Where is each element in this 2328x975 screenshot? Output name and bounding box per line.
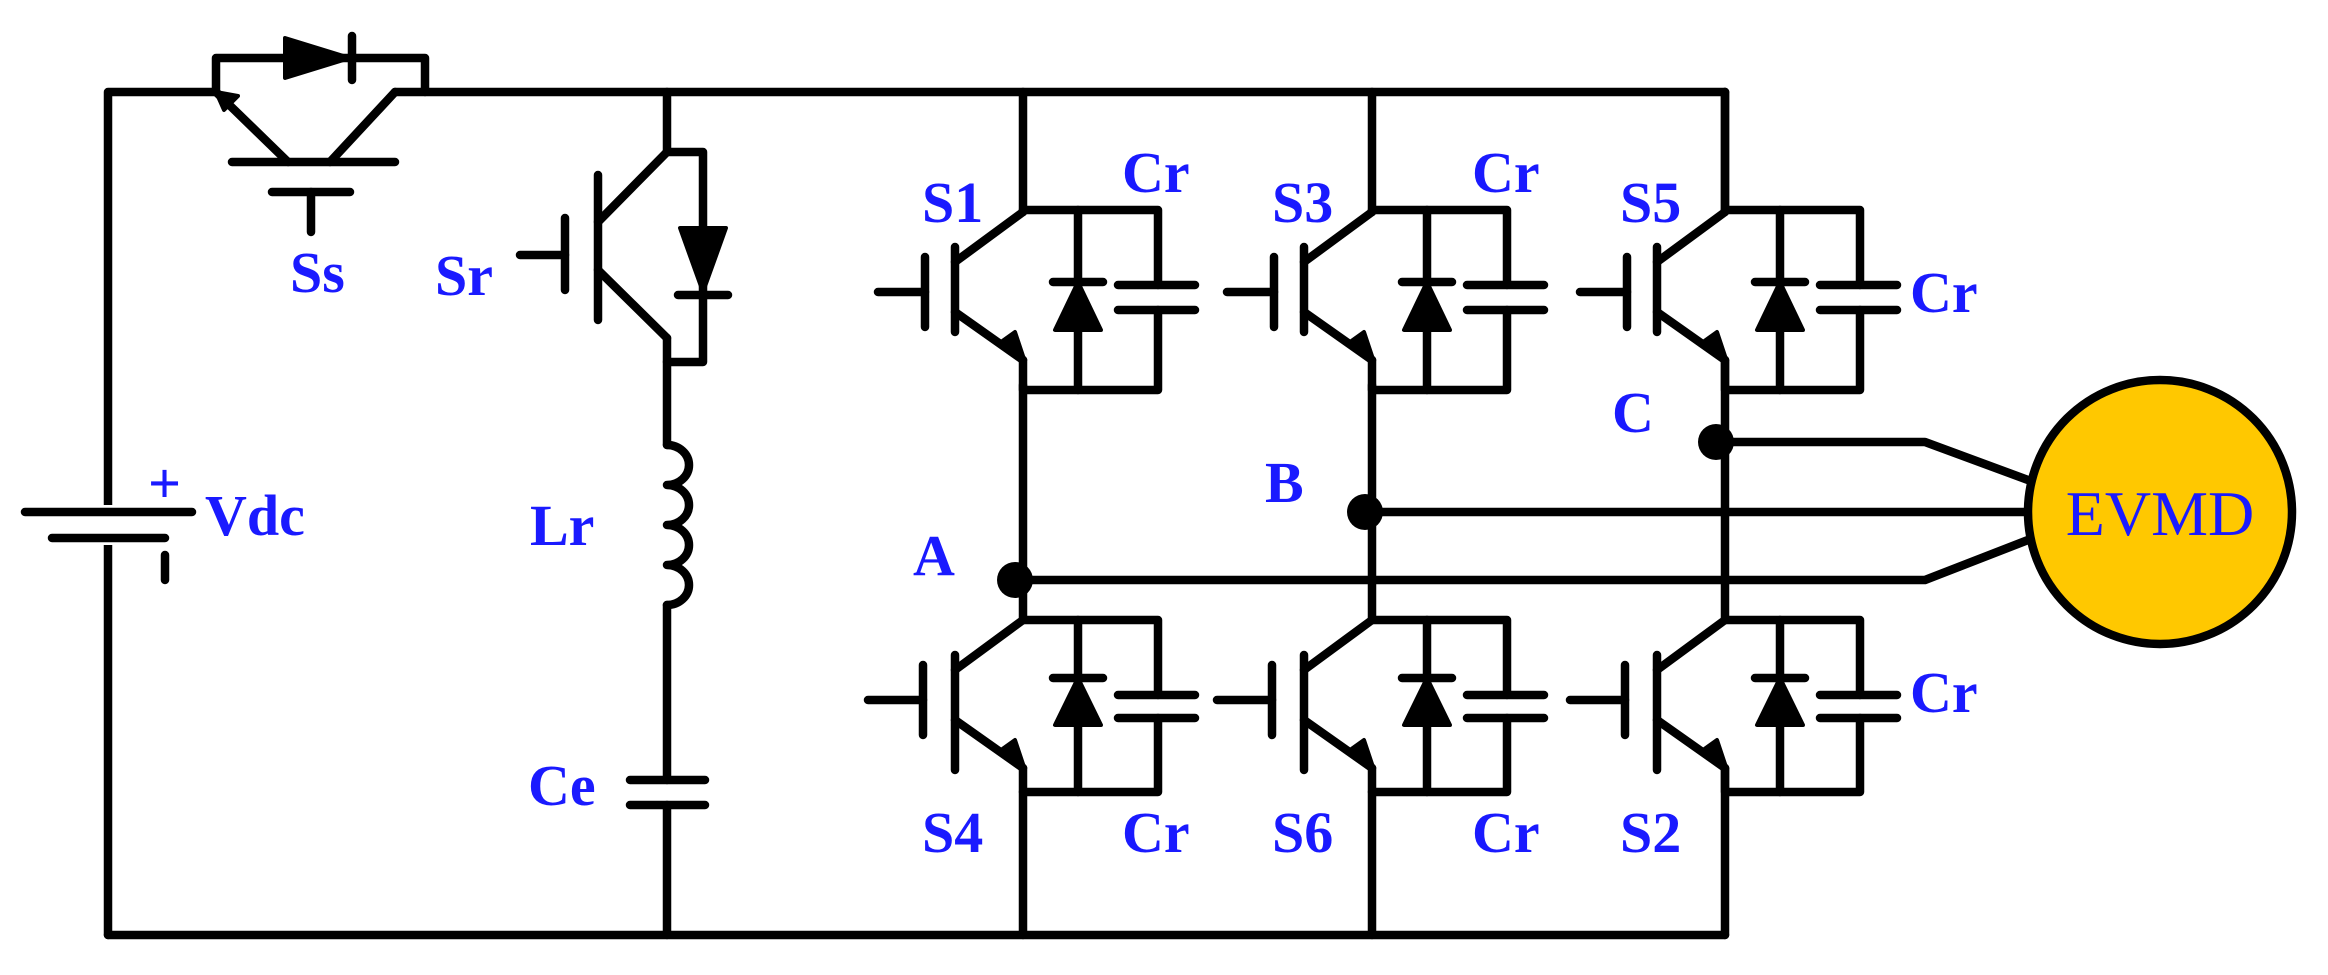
switch-ss: Ss: [211, 31, 430, 305]
s2-label: S2: [1620, 800, 1681, 865]
s1-label: S1: [922, 170, 983, 235]
cr-label-s1: Cr: [1122, 140, 1190, 205]
ss-diode-triangle: [283, 36, 352, 80]
phase-a-feed: [1010, 535, 2033, 585]
sr-collector-leg: [593, 147, 672, 227]
plus-sign: +: [148, 451, 181, 516]
phase-leg-c: S5 Cr C S2 Cr: [1565, 87, 1978, 865]
sr-emitter-leg: [593, 265, 672, 343]
phase-c-label: C: [1612, 380, 1654, 445]
motor-circle: [2023, 375, 2297, 649]
motor-evmd: EVMD: [2023, 375, 2297, 649]
sr-diode-triangle: [678, 226, 728, 294]
s6-label: S6: [1272, 800, 1333, 865]
motor-label: EVMD: [2066, 478, 2254, 549]
left-rail-wire: [103, 87, 221, 940]
switch-s1: [873, 205, 1200, 395]
ss-label: Ss: [290, 240, 345, 305]
ce-label: Ce: [528, 753, 596, 818]
battery-vdc: + Vdc: [20, 451, 305, 585]
cr-label-s3: Cr: [1472, 140, 1540, 205]
phase-b-label: B: [1265, 450, 1304, 515]
switch-s4: [863, 615, 1200, 797]
switch-s5: [1575, 205, 1902, 395]
ss-emitter-arrow: [214, 90, 240, 112]
cr-label-s4: Cr: [1122, 800, 1190, 865]
cr-label-s2: Cr: [1910, 660, 1978, 725]
phase-c-feed: [1711, 437, 2033, 485]
switch-s2: [1565, 615, 1902, 797]
s4-label: S4: [922, 800, 983, 865]
switch-s6: [1212, 615, 1549, 797]
phase-a-label: A: [913, 523, 955, 588]
lr-label: Lr: [530, 493, 594, 558]
cr-label-s5: Cr: [1910, 260, 1978, 325]
lr-inductor-coil: [662, 440, 694, 610]
cr-label-s6: Cr: [1472, 800, 1540, 865]
phase-leg-a: S1 Cr A S4 Cr: [863, 87, 1200, 940]
sr-label: Sr: [435, 243, 493, 308]
s3-label: S3: [1272, 170, 1333, 235]
auxiliary-resonant-branch: Sr Lr Ce: [435, 87, 733, 940]
motor-feed-lines: [1010, 437, 2033, 585]
switch-s3: [1222, 205, 1549, 395]
vdc-label: Vdc: [205, 483, 305, 548]
switch-sr: Sr: [435, 147, 733, 367]
s5-label: S5: [1620, 170, 1681, 235]
ss-right-leg: [325, 87, 400, 167]
